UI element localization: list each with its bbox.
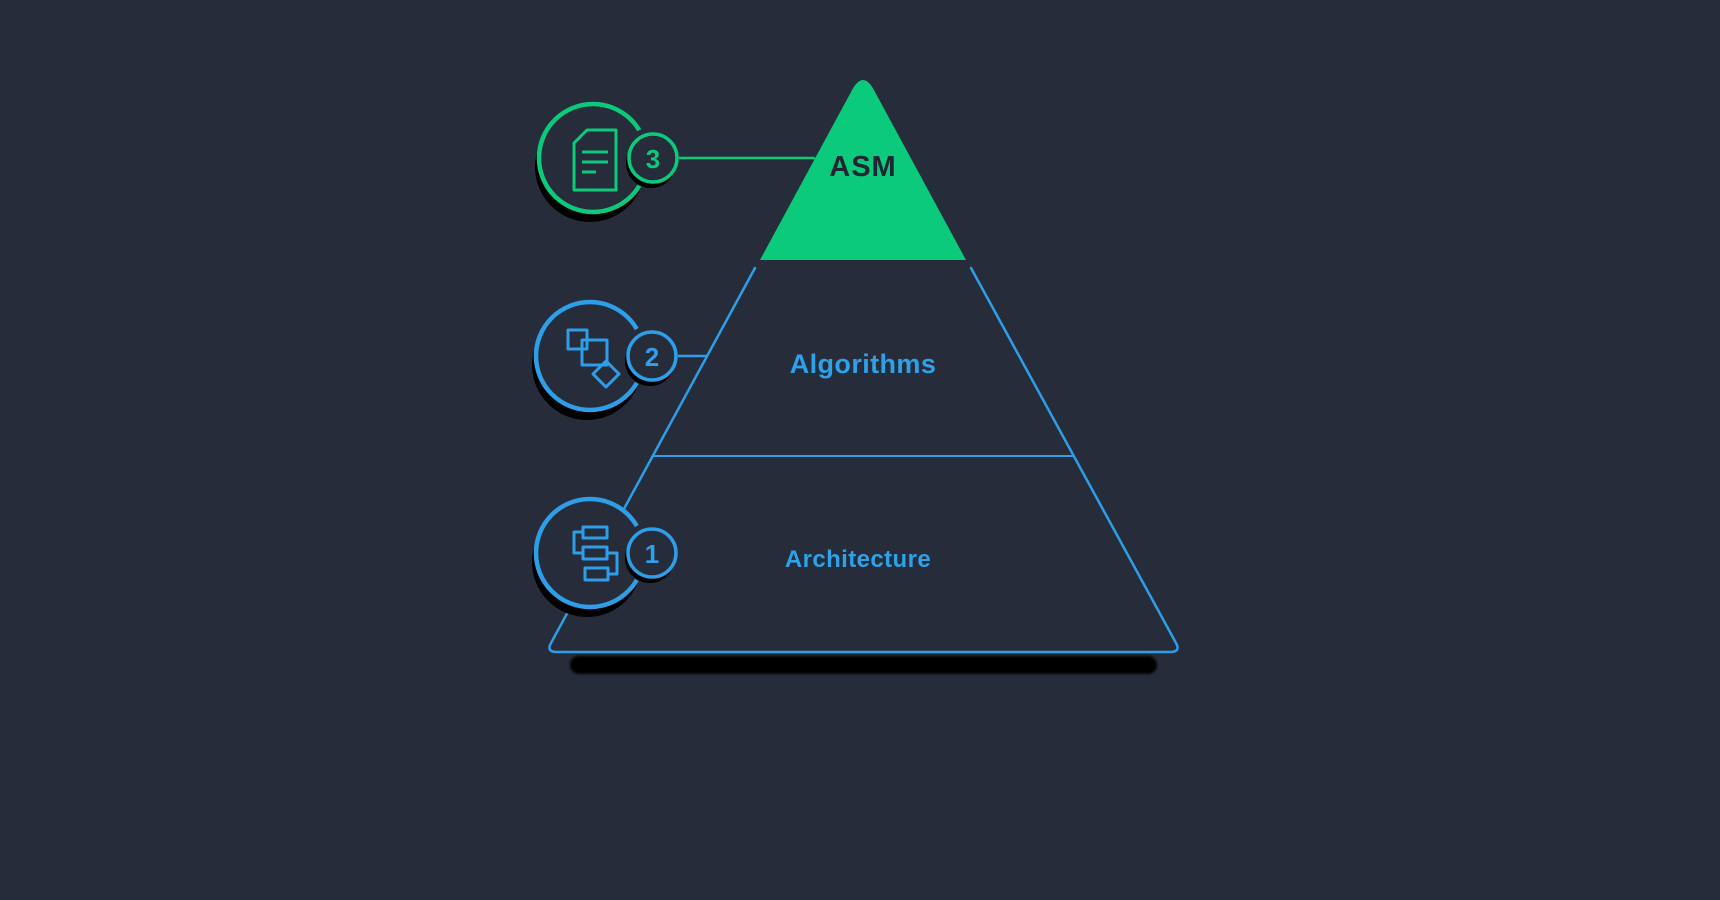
hierarchy-icon xyxy=(572,525,619,582)
pyramid-level-asm-shape xyxy=(760,80,966,260)
pyramid-ground-shadow xyxy=(570,656,1157,674)
flowchart-icon xyxy=(566,328,621,389)
document-icon xyxy=(572,128,618,192)
marker-1 xyxy=(532,496,683,617)
marker-1-number: 1 xyxy=(644,539,660,569)
pyramid-body-outline xyxy=(548,266,1179,654)
pyramid-level-2-label: Algorithms xyxy=(789,349,937,379)
pyramid-level-1-label: Architecture xyxy=(784,546,932,573)
marker-1-badge xyxy=(626,527,678,579)
marker-2 xyxy=(532,299,683,420)
pyramid-level-3-label: ASM xyxy=(829,151,897,183)
marker-2-badge xyxy=(626,330,678,382)
marker-3 xyxy=(535,101,684,222)
marker-3-number: 3 xyxy=(645,144,661,174)
marker-2-number: 2 xyxy=(644,342,660,372)
marker-3-badge xyxy=(627,132,679,184)
